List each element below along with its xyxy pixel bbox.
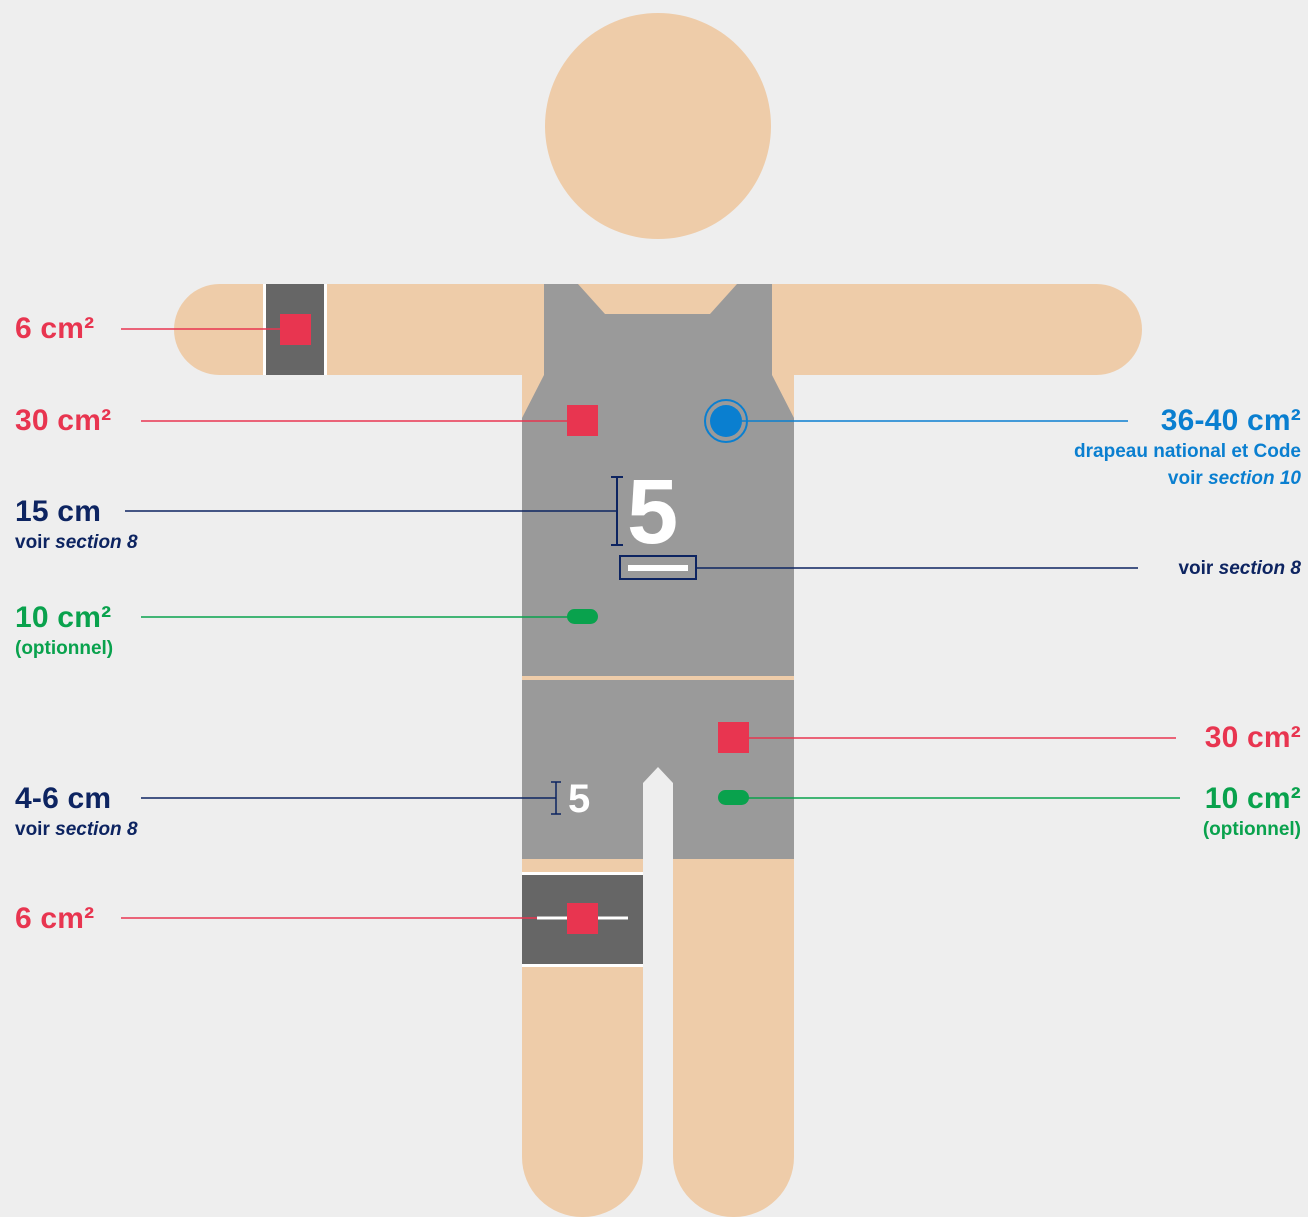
arm-band-logo <box>280 314 311 345</box>
shorts-number-note-prefix: voir <box>15 819 50 840</box>
flag-size-label: 36-40 cm² drapeau national et Code voir … <box>1074 406 1301 488</box>
chest-logo-size-label: 30 cm² <box>15 406 111 436</box>
chest-number-note-prefix: voir <box>15 532 50 553</box>
chest-logo <box>567 405 598 436</box>
shorts-logo <box>718 722 749 753</box>
chest-number-note-section: section 8 <box>55 532 137 553</box>
leg-band-size: 6 cm² <box>15 904 94 934</box>
flag-mark <box>710 405 742 437</box>
chest-logo-size: 30 cm² <box>15 406 111 436</box>
shorts-number: 5 <box>568 777 590 821</box>
flag-size: 36-40 cm² <box>1074 406 1301 436</box>
name-bar-note-section: section 8 <box>1219 558 1301 579</box>
shorts-number-size-label: 4-6 cm voir section 8 <box>15 784 138 839</box>
shorts-number-note-section: section 8 <box>55 819 137 840</box>
flag-note-2: voir section 10 <box>1074 469 1301 488</box>
shorts-number-size: 4-6 cm <box>15 784 138 814</box>
shorts-optional-size: 10 cm² <box>1203 784 1301 814</box>
chest-optional-size-label: 10 cm² (optionnel) <box>15 603 113 658</box>
arm-band-size: 6 cm² <box>15 314 94 344</box>
shorts-optional-size-label: 10 cm² (optionnel) <box>1203 784 1301 839</box>
chest-number: 5 <box>627 461 678 563</box>
head <box>545 13 771 239</box>
flag-note: drapeau national et Code <box>1074 442 1301 461</box>
arm-band-size-label: 6 cm² <box>15 314 94 344</box>
shorts <box>522 680 794 859</box>
chest-optional-size: 10 cm² <box>15 603 113 633</box>
leg-band-logo <box>567 903 598 934</box>
leg-band-size-label: 6 cm² <box>15 904 94 934</box>
flag-note-2-prefix: voir <box>1168 468 1203 489</box>
name-bar-note-prefix: voir <box>1178 558 1213 579</box>
shorts-optional-mark <box>718 790 749 805</box>
name-bar-note: voir section 8 <box>1178 559 1301 578</box>
flag-note-2-section: section 10 <box>1208 468 1301 489</box>
shorts-logo-size-label: 30 cm² <box>1205 723 1301 753</box>
shorts-logo-size: 30 cm² <box>1205 723 1301 753</box>
chest-number-size: 15 cm <box>15 497 138 527</box>
name-bar-label: voir section 8 <box>1178 559 1301 578</box>
shorts-number-note: voir section 8 <box>15 820 138 839</box>
chest-optional-mark <box>567 609 598 624</box>
chest-number-size-label: 15 cm voir section 8 <box>15 497 138 552</box>
shorts-optional-note: (optionnel) <box>1203 820 1301 839</box>
name-bar <box>628 565 688 571</box>
chest-number-note: voir section 8 <box>15 533 138 552</box>
chest-optional-note: (optionnel) <box>15 639 113 658</box>
